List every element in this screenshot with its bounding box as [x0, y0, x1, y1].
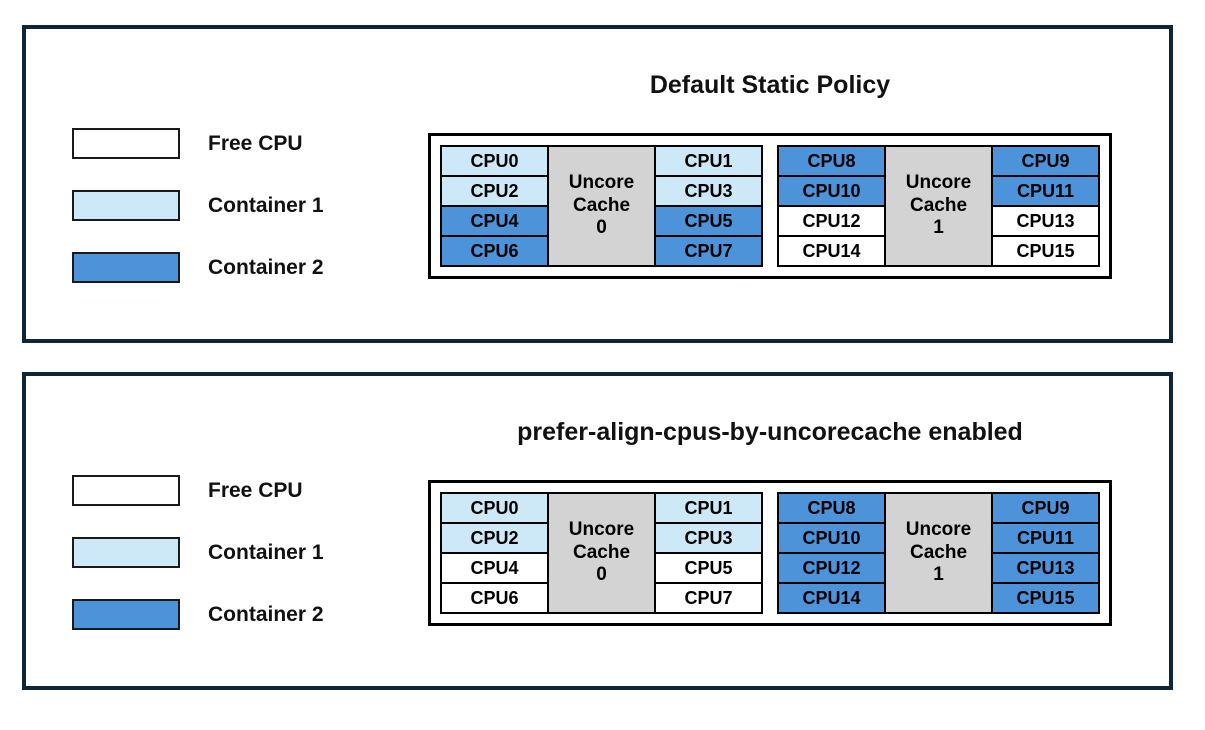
- cpu-cell: CPU12: [779, 207, 884, 235]
- uncore-cache-1-cell: Uncore Cache 1: [886, 494, 991, 612]
- legend-item-container-2: Container 2: [72, 252, 324, 283]
- legend-item-free-cpu: Free CPU: [72, 128, 324, 159]
- legend-swatch-free-cpu: [72, 128, 180, 159]
- uncore-label-line: Uncore: [568, 172, 635, 194]
- cpu-cell: CPU7: [656, 584, 761, 612]
- cpu-cell: CPU1: [656, 494, 761, 522]
- cpu-cell: CPU3: [656, 524, 761, 552]
- cpu-cell: CPU4: [442, 207, 547, 235]
- uncore-cache-0-cell: Uncore Cache 0: [549, 494, 654, 612]
- panel-title: prefer-align-cpus-by-uncorecache enabled: [517, 418, 1023, 446]
- panel-prefer-align-cpus-by-uncorecache: prefer-align-cpus-by-uncorecache enabled…: [22, 372, 1173, 690]
- cpu-cell: CPU0: [442, 494, 547, 522]
- panel-default-static-policy: Default Static Policy Free CPU Container…: [22, 25, 1173, 343]
- uncore-label-line: 0: [596, 564, 607, 586]
- legend-item-container-1: Container 1: [72, 537, 324, 568]
- legend-item-container-2: Container 2: [72, 599, 324, 630]
- cpu-cell: CPU11: [993, 524, 1098, 552]
- uncore-cache-1-cell: Uncore Cache 1: [886, 147, 991, 265]
- cpu-cell: CPU15: [993, 584, 1098, 612]
- uncore-label-line: Uncore: [568, 519, 635, 541]
- cpu-cell: CPU6: [442, 237, 547, 265]
- legend-label: Container 2: [208, 255, 324, 279]
- legend-swatch-container-2: [72, 252, 180, 283]
- cpu-cell: CPU10: [779, 177, 884, 205]
- uncore-cache-0-block: Uncore Cache 0 CPU0 CPU1 CPU2 CPU3 CPU4 …: [440, 492, 763, 614]
- uncore-cache-1-block: Uncore Cache 1 CPU8 CPU9 CPU10 CPU11 CPU…: [777, 492, 1100, 614]
- cpu-cell: CPU2: [442, 177, 547, 205]
- uncore-label-line: 0: [596, 217, 607, 239]
- legend-label: Container 1: [208, 540, 324, 564]
- cpu-cell: CPU5: [656, 207, 761, 235]
- legend: Free CPU Container 1 Container 2: [72, 475, 324, 661]
- uncore-cache-0-cell: Uncore Cache 0: [549, 147, 654, 265]
- legend-label: Free CPU: [208, 478, 303, 502]
- cpu-cell: CPU2: [442, 524, 547, 552]
- legend-swatch-free-cpu: [72, 475, 180, 506]
- cpu-cell: CPU5: [656, 554, 761, 582]
- cpu-topology-diagram: Uncore Cache 0 CPU0 CPU1 CPU2 CPU3 CPU4 …: [428, 133, 1112, 279]
- legend-swatch-container-1: [72, 190, 180, 221]
- uncore-label-line: 1: [933, 564, 944, 586]
- cpu-cell: CPU4: [442, 554, 547, 582]
- cpu-cell: CPU12: [779, 554, 884, 582]
- cpu-cell: CPU7: [656, 237, 761, 265]
- cpu-cell: CPU13: [993, 207, 1098, 235]
- legend-swatch-container-2: [72, 599, 180, 630]
- cpu-cell: CPU11: [993, 177, 1098, 205]
- uncore-label-line: Uncore: [905, 172, 972, 194]
- legend-swatch-container-1: [72, 537, 180, 568]
- legend-item-container-1: Container 1: [72, 190, 324, 221]
- cpu-cell: CPU8: [779, 494, 884, 522]
- uncore-cache-1-block: Uncore Cache 1 CPU8 CPU9 CPU10 CPU11 CPU…: [777, 145, 1100, 267]
- uncore-label-line: Cache: [909, 541, 968, 563]
- uncore-label-line: Cache: [572, 194, 631, 216]
- cpu-cell: CPU13: [993, 554, 1098, 582]
- legend-label: Container 2: [208, 602, 324, 626]
- cpu-cell: CPU1: [656, 147, 761, 175]
- uncore-label-line: Uncore: [905, 519, 972, 541]
- cpu-cell: CPU0: [442, 147, 547, 175]
- cpu-cell: CPU9: [993, 494, 1098, 522]
- uncore-label-line: Cache: [572, 541, 631, 563]
- legend-label: Container 1: [208, 193, 324, 217]
- cpu-cell: CPU14: [779, 237, 884, 265]
- cpu-cell: CPU3: [656, 177, 761, 205]
- legend: Free CPU Container 1 Container 2: [72, 128, 324, 314]
- uncore-label-line: 1: [933, 217, 944, 239]
- cpu-cell: CPU6: [442, 584, 547, 612]
- cpu-cell: CPU8: [779, 147, 884, 175]
- legend-label: Free CPU: [208, 131, 303, 155]
- panel-title: Default Static Policy: [649, 71, 891, 99]
- cpu-topology-diagram: Uncore Cache 0 CPU0 CPU1 CPU2 CPU3 CPU4 …: [428, 480, 1112, 626]
- cpu-cell: CPU10: [779, 524, 884, 552]
- cpu-cell: CPU15: [993, 237, 1098, 265]
- cpu-cell: CPU14: [779, 584, 884, 612]
- uncore-label-line: Cache: [909, 194, 968, 216]
- legend-item-free-cpu: Free CPU: [72, 475, 324, 506]
- cpu-cell: CPU9: [993, 147, 1098, 175]
- uncore-cache-0-block: Uncore Cache 0 CPU0 CPU1 CPU2 CPU3 CPU4 …: [440, 145, 763, 267]
